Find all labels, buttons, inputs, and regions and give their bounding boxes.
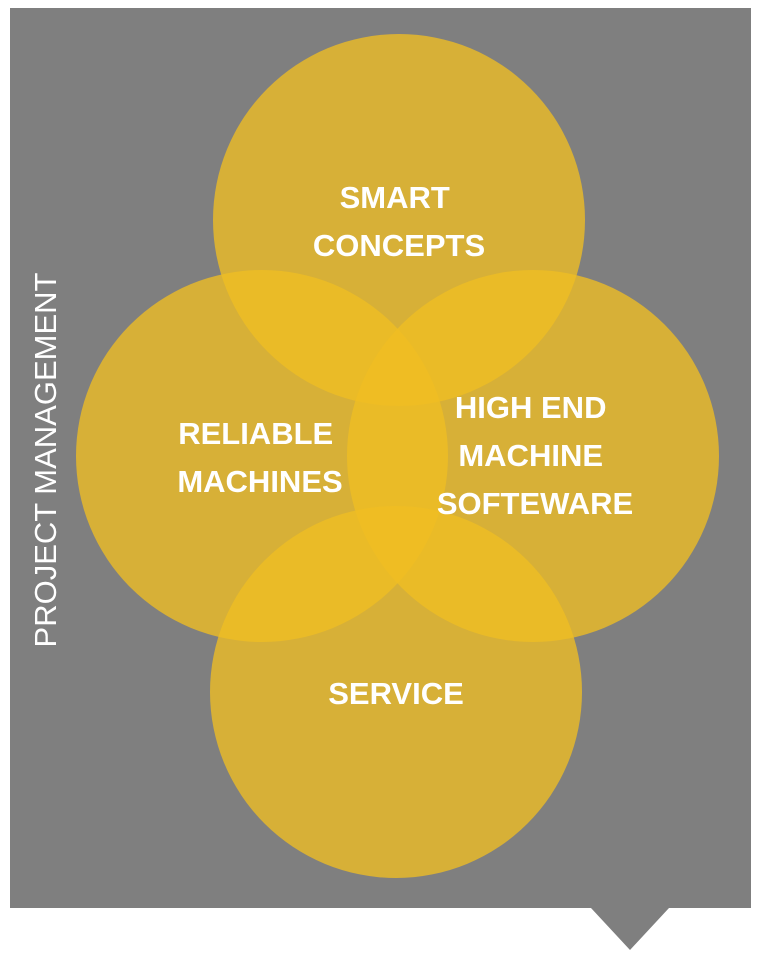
label-right-line3: SOFTEWARE: [437, 486, 633, 521]
label-top-line2: CONCEPTS: [313, 228, 485, 263]
label-right-line1: HIGH END: [455, 390, 607, 425]
label-left-line1: RELIABLE: [178, 416, 333, 451]
label-left: RELIABLE MACHINES: [177, 416, 342, 499]
label-right: HIGH END MACHINE SOFTEWARE: [437, 390, 633, 521]
label-left-line2: MACHINES: [177, 464, 342, 499]
label-top-line1: SMART: [340, 180, 450, 215]
circle-service: [210, 506, 582, 878]
label-right-line2: MACHINE: [458, 438, 603, 473]
label-top: SMART CONCEPTS: [313, 180, 485, 263]
circles-group: [76, 34, 719, 878]
side-label-project-management: PROJECT MANAGEMENT: [28, 272, 63, 647]
label-bottom: SERVICE: [328, 676, 464, 711]
label-bottom-line1: SERVICE: [328, 676, 464, 711]
